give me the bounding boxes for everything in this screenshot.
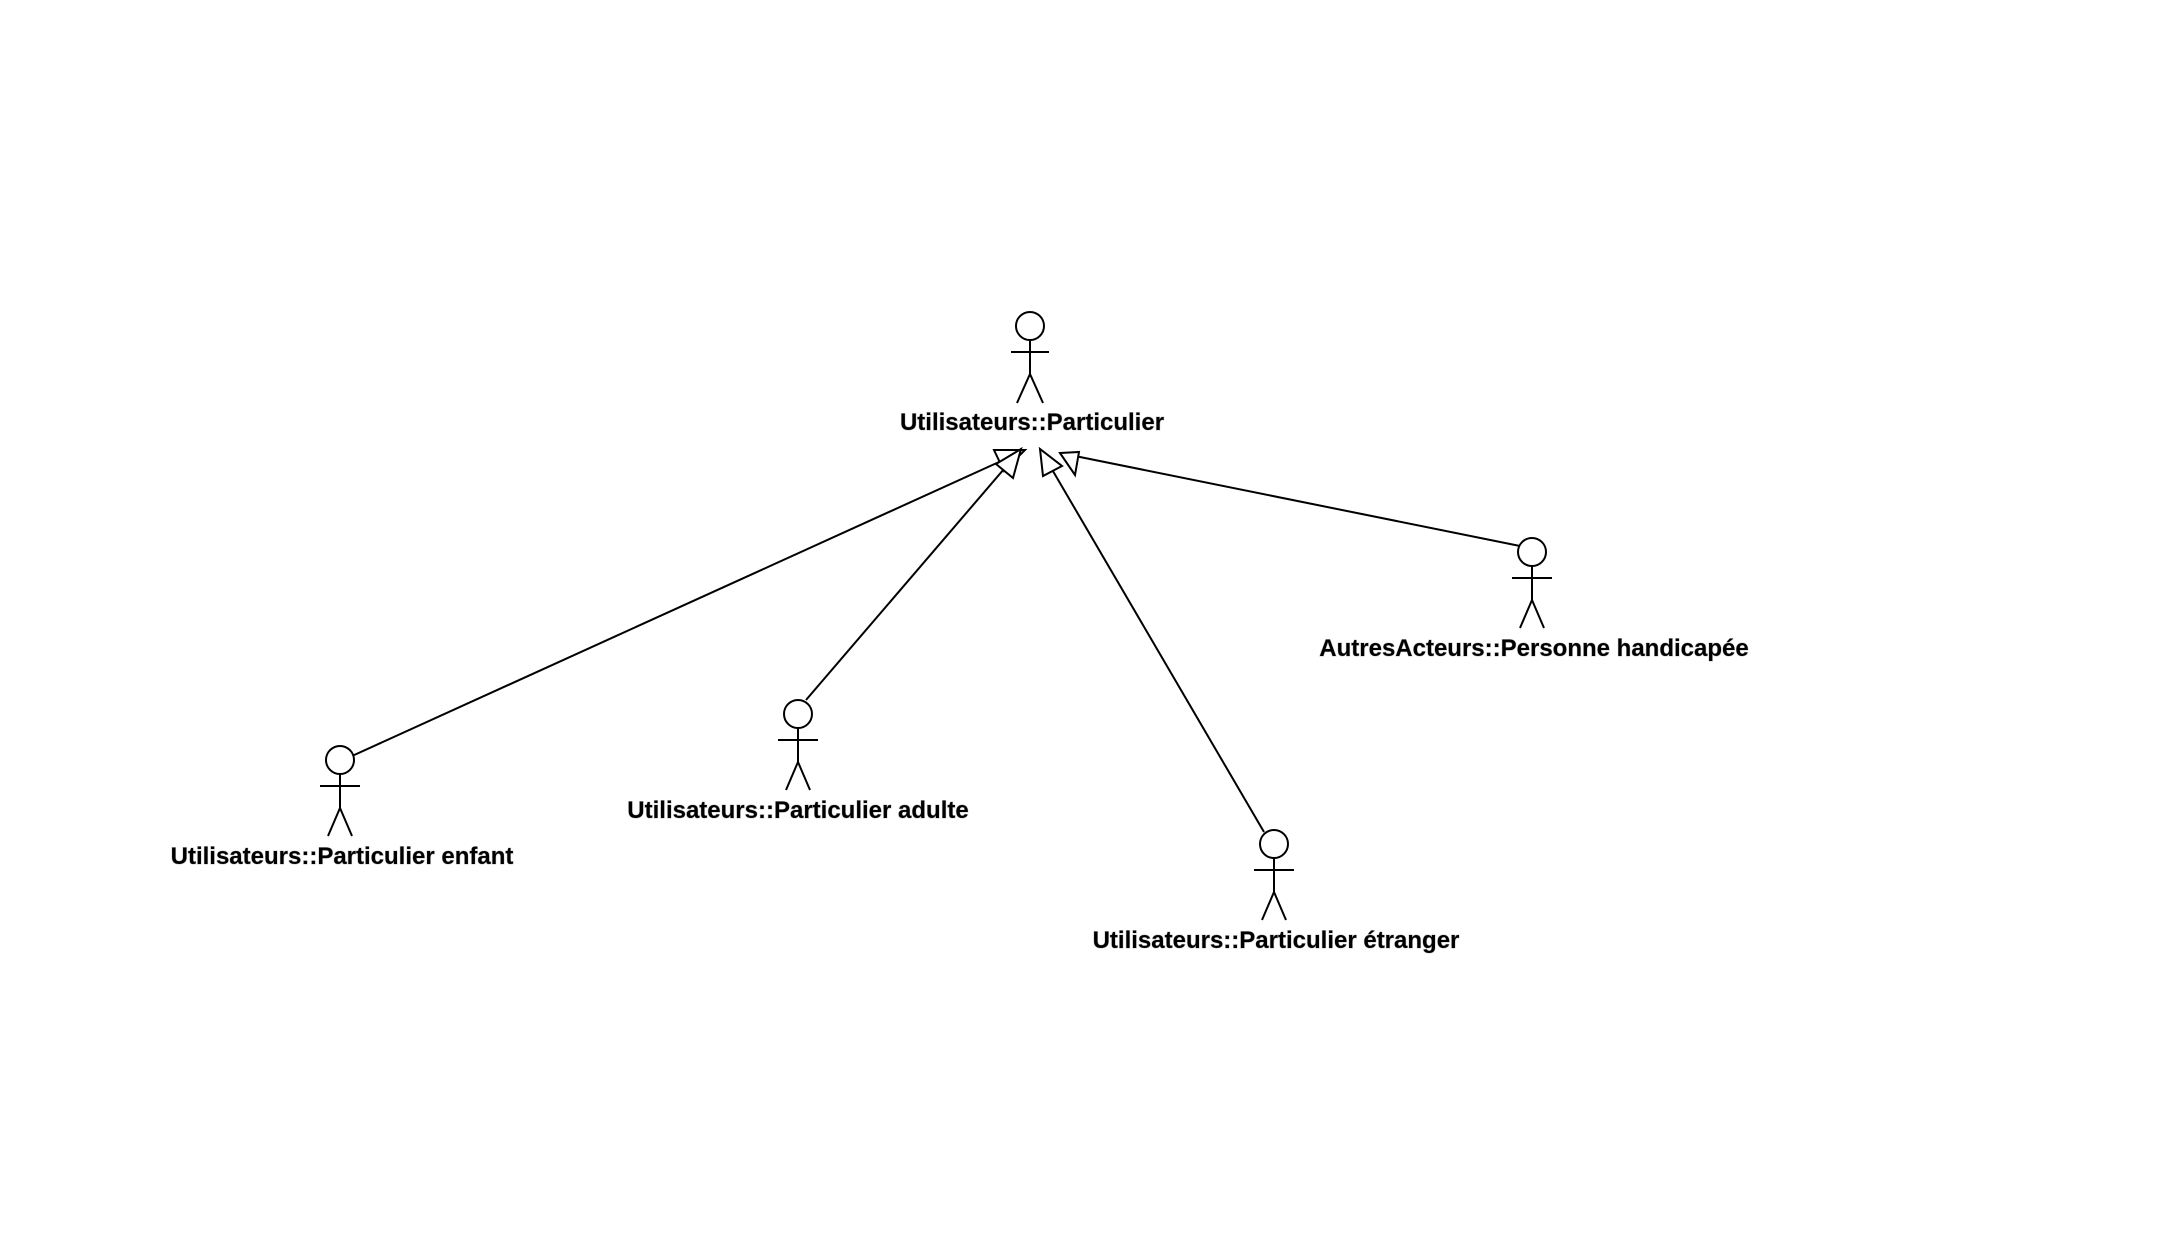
actor-personne-handicapee[interactable]: AutresActeurs::Personne handicapée: [1319, 537, 1749, 663]
actor-particulier-adulte[interactable]: Utilisateurs::Particulier adulte: [627, 699, 969, 825]
actor-label: Utilisateurs::Particulier enfant: [171, 843, 514, 870]
actor-label: AutresActeurs::Personne handicapée: [1319, 635, 1748, 662]
actor-particulier[interactable]: Utilisateurs::Particulier: [899, 311, 1165, 437]
stick-figure-icon: [1011, 311, 1049, 404]
stick-figure-icon: [320, 745, 360, 837]
generalization-handicapee-to-particulier[interactable]: [1058, 450, 1521, 547]
actor-particulier-enfant[interactable]: Utilisateurs::Particulier enfant: [170, 745, 514, 871]
stick-figure-icon: [1512, 537, 1552, 629]
actor-label: Utilisateurs::Particulier adulte: [627, 797, 968, 824]
stick-figure-icon: [778, 699, 818, 791]
actor-label: Utilisateurs::Particulier étranger: [1093, 927, 1460, 954]
actor-particulier-etranger[interactable]: Utilisateurs::Particulier étranger: [1092, 829, 1460, 955]
generalization-adulte-to-particulier[interactable]: [805, 446, 1023, 701]
actor-label: Utilisateurs::Particulier: [900, 409, 1164, 436]
generalization-etranger-to-particulier[interactable]: [1038, 446, 1265, 833]
stick-figure-icon: [1254, 829, 1294, 921]
generalization-enfant-to-particulier[interactable]: [351, 449, 1028, 757]
